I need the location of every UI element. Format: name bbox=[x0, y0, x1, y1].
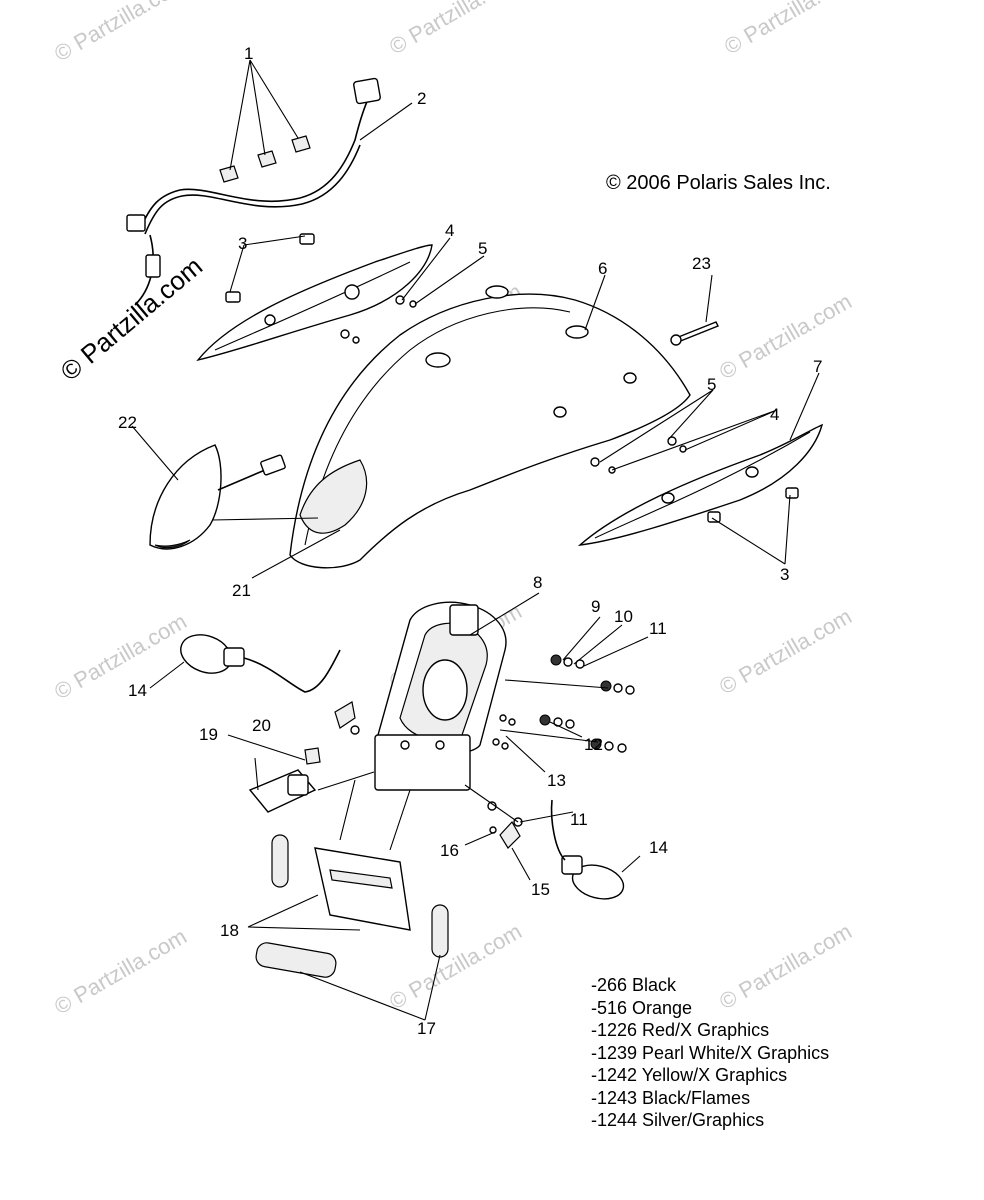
color-code-item: -1243 Black/Flames bbox=[591, 1087, 751, 1108]
side-trim-right bbox=[577, 423, 824, 546]
callout-5: 5 bbox=[478, 239, 487, 258]
callout-7: 7 bbox=[813, 357, 822, 376]
callout-4: 4 bbox=[445, 221, 454, 240]
callout-1: 1 bbox=[244, 44, 253, 63]
watermark: © Partzilla.com bbox=[715, 604, 856, 700]
color-code-item: -1244 Silver/Graphics bbox=[591, 1110, 765, 1130]
callout-16: 16 bbox=[440, 841, 459, 860]
callout-21: 21 bbox=[232, 581, 251, 600]
watermark: © Partzilla.com bbox=[50, 0, 191, 66]
callout-13: 13 bbox=[547, 771, 566, 790]
fastener-15-16 bbox=[489, 820, 521, 849]
rear-fender bbox=[289, 285, 691, 569]
side-trim-left bbox=[196, 233, 433, 362]
fastener-23 bbox=[670, 321, 719, 346]
color-code-item: -266 Black bbox=[591, 975, 677, 995]
callout-12: 12 bbox=[584, 735, 603, 754]
turn-signal-left bbox=[180, 634, 341, 693]
watermark: © Partzilla.com bbox=[50, 924, 191, 1020]
color-code-item: -1226 Red/X Graphics bbox=[591, 1020, 770, 1040]
callout-22: 22 bbox=[118, 413, 137, 432]
color-code-item: -1239 Pearl White/X Graphics bbox=[591, 1042, 830, 1063]
callout-3b: 3 bbox=[780, 565, 789, 584]
license-bracket bbox=[374, 601, 507, 791]
watermark: © Partzilla.com bbox=[715, 289, 856, 385]
watermark: © Partzilla.com bbox=[720, 0, 861, 59]
watermark-main: © Partzilla.com bbox=[55, 251, 208, 387]
callout-11: 11 bbox=[649, 619, 667, 638]
callout-10: 10 bbox=[614, 607, 633, 626]
callout-4b: 4 bbox=[770, 405, 779, 424]
callout-labels: 1 2 3 4 5 6 23 7 5 4 3 22 21 8 9 10 11 1… bbox=[118, 44, 822, 1038]
callout-5b: 5 bbox=[707, 375, 716, 394]
watermark: © Partzilla.com bbox=[385, 0, 526, 59]
turn-signal-right bbox=[550, 799, 625, 900]
callout-14: 14 bbox=[128, 681, 147, 700]
callout-9: 9 bbox=[591, 597, 600, 616]
color-code-item: -516 Orange bbox=[591, 997, 693, 1018]
plate-light bbox=[248, 701, 360, 813]
callout-14b: 14 bbox=[649, 838, 668, 857]
plate-mount bbox=[314, 779, 411, 931]
callout-19: 19 bbox=[199, 725, 218, 744]
callout-8: 8 bbox=[533, 573, 542, 592]
callout-3: 3 bbox=[238, 234, 247, 253]
color-code-list: -266 Black -516 Orange -1226 Red/X Graph… bbox=[591, 974, 829, 1132]
leader-lines bbox=[131, 59, 820, 1021]
callout-17: 17 bbox=[417, 1019, 436, 1038]
hardware-nuts bbox=[487, 654, 635, 827]
callout-18: 18 bbox=[220, 921, 239, 940]
callout-15: 15 bbox=[531, 880, 550, 899]
copyright-notice: © 2006 Polaris Sales Inc. bbox=[606, 172, 831, 194]
callout-11b: 11 bbox=[570, 810, 588, 829]
callout-23: 23 bbox=[692, 254, 711, 273]
callout-6: 6 bbox=[598, 259, 607, 278]
wiring-harness bbox=[126, 77, 381, 306]
reflectors bbox=[255, 834, 449, 978]
callout-2: 2 bbox=[417, 89, 426, 108]
watermark: © Partzilla.com bbox=[50, 609, 191, 705]
tail-light bbox=[149, 444, 286, 550]
callout-20: 20 bbox=[252, 716, 271, 735]
color-code-item: -1242 Yellow/X Graphics bbox=[591, 1065, 788, 1085]
watermark: © Partzilla.com bbox=[385, 919, 526, 1015]
